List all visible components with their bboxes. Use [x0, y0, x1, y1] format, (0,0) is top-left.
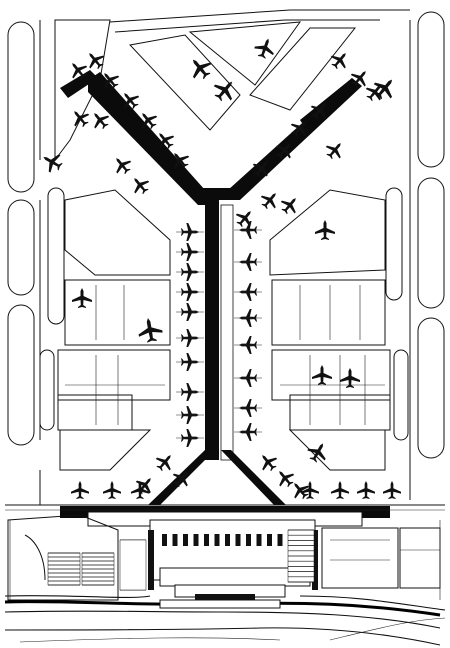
terminal-window [172, 534, 178, 546]
aircraft-icon [89, 53, 105, 70]
terminal-window [204, 534, 209, 546]
aircraft-icon [301, 481, 319, 499]
top-taxiway [109, 9, 410, 23]
aircraft-icon [103, 481, 121, 499]
aircraft-icon [192, 59, 212, 80]
aircraft-icon [373, 79, 393, 100]
aircraft-icon [138, 318, 163, 343]
aircraft-icon [330, 53, 346, 70]
left-taxiway-loops [7, 20, 65, 505]
right-parking-stalls [288, 529, 314, 583]
aircraft-icon [116, 158, 132, 175]
terminal-window [267, 534, 272, 546]
aircraft-icon [252, 161, 268, 178]
aircraft-icon [325, 143, 341, 160]
terminal-window [162, 534, 167, 546]
aircraft-icon [104, 73, 120, 90]
terminal-window [183, 534, 188, 546]
aircraft-icon [331, 481, 349, 499]
aircraft-icon [383, 481, 401, 499]
aircraft-icon [174, 153, 190, 170]
landside-roads [4, 504, 446, 646]
apron-blocks [54, 19, 391, 471]
terminal-window [246, 534, 251, 546]
aircraft-stands [71, 53, 401, 500]
aircraft-icon [275, 143, 291, 160]
aircraft-icon [312, 365, 332, 385]
aircraft-icon [72, 63, 88, 80]
aircraft-icon [131, 481, 149, 499]
right-taxiway-loops [385, 11, 445, 500]
aircraft-icon [74, 111, 90, 128]
aircraft-icon [71, 481, 89, 499]
aircraft-icon [94, 113, 110, 130]
aircraft-icon [262, 455, 278, 472]
aircraft-icon [315, 220, 335, 240]
aircraft-icon [279, 471, 295, 488]
aircraft-icon [365, 85, 381, 102]
terminal-window [256, 534, 262, 546]
main-terminal [60, 506, 390, 600]
aircraft-icon [340, 368, 360, 388]
aircraft-icon [307, 443, 326, 463]
terminal-window [277, 534, 283, 546]
aircraft-icon [142, 113, 158, 130]
aircraft-icon [134, 178, 150, 195]
terminal-window [235, 534, 241, 546]
terminal-window [193, 534, 199, 546]
aircraft-icon [43, 154, 63, 173]
aircraft-icon [124, 93, 140, 110]
aircraft-icon [310, 103, 326, 120]
aircraft-icon [357, 481, 375, 499]
aircraft-icon [294, 483, 310, 500]
terminal-window [214, 534, 220, 546]
aircraft-icon [235, 211, 251, 228]
aircraft-icon [159, 133, 175, 150]
aircraft-icon [260, 193, 276, 210]
aircraft-icon [290, 121, 306, 138]
aircraft-icon [280, 198, 296, 215]
parked-aircraft [43, 38, 393, 463]
terminal-window [225, 534, 230, 546]
parking-lots [7, 514, 441, 601]
aircraft-icon [254, 38, 274, 59]
aircraft-icon [72, 288, 92, 308]
aircraft-icon [350, 71, 366, 88]
aircraft-icon [155, 455, 171, 472]
aircraft-icon [172, 471, 188, 488]
aircraft-icon [213, 81, 233, 102]
